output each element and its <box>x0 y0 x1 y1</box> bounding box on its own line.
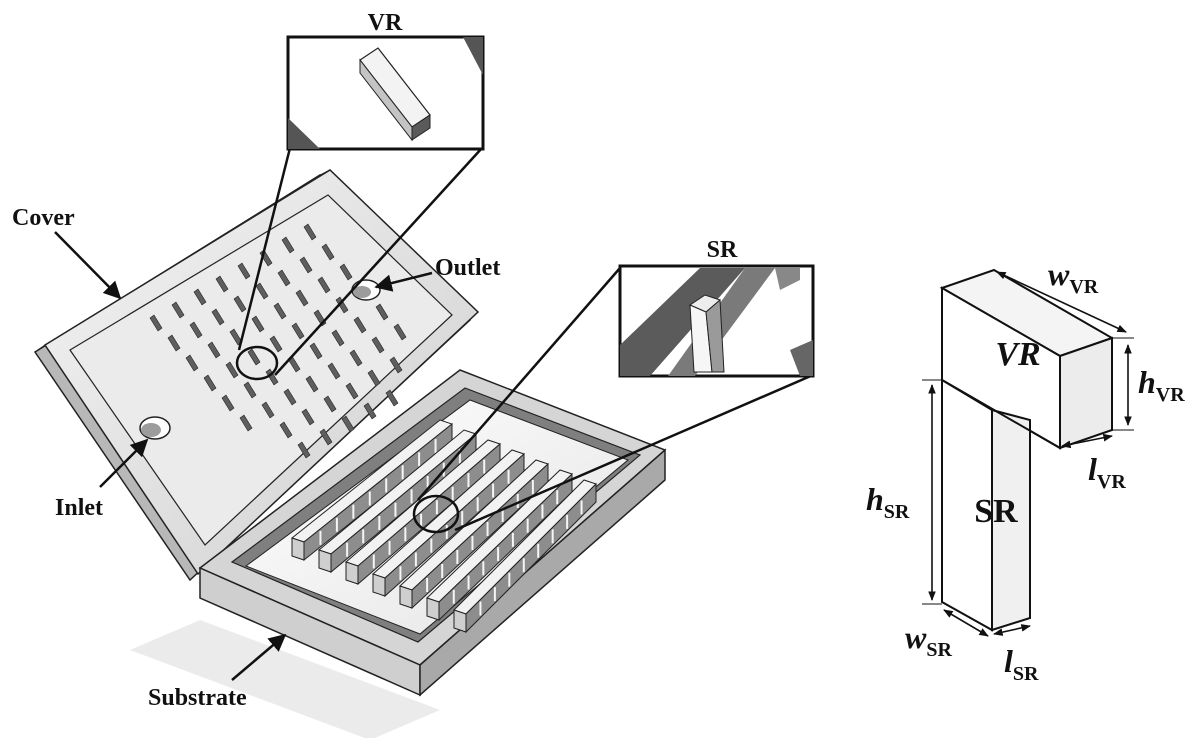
rib-geometry: VR SR wVR hVR lVR hSR wSR lSR <box>866 256 1185 685</box>
vortex-rib <box>185 354 199 372</box>
vortex-rib <box>171 301 185 319</box>
vortex-rib <box>291 322 305 340</box>
split-rib-end <box>453 609 467 633</box>
vortex-rib <box>221 394 235 412</box>
vortex-rib <box>215 275 229 293</box>
vortex-rib <box>211 308 225 326</box>
outlet-label: Outlet <box>435 255 500 281</box>
vortex-rib <box>233 295 247 313</box>
vortex-rib <box>299 256 313 274</box>
vortex-rib <box>265 368 279 386</box>
split-rib-end <box>399 585 413 609</box>
split-rib-end <box>291 537 305 561</box>
w-sr-label: wSR <box>905 619 952 661</box>
vortex-rib <box>269 335 283 353</box>
vr-zoom-label: VR <box>368 10 403 36</box>
l-vr-label: lVR <box>1088 451 1126 493</box>
vortex-rib <box>389 356 403 374</box>
inlet-callout: Inlet <box>55 438 149 521</box>
substrate-label: Substrate <box>148 685 247 711</box>
vortex-rib <box>279 421 293 439</box>
vortex-rib <box>305 375 319 393</box>
split-rib-side <box>465 482 597 634</box>
outlet-callout: Outlet <box>374 255 500 292</box>
substrate-callout: Substrate <box>148 633 287 711</box>
split-rib-array <box>290 419 597 634</box>
vortex-rib <box>297 441 311 459</box>
vortex-rib <box>303 223 317 241</box>
vortex-rib <box>323 395 337 413</box>
vortex-rib <box>193 288 207 306</box>
vortex-rib <box>345 382 359 400</box>
vortex-rib-array <box>149 223 407 459</box>
vortex-rib <box>375 303 389 321</box>
split-rib-end <box>426 597 440 621</box>
vortex-rib <box>261 401 275 419</box>
vortex-rib <box>277 269 291 287</box>
vortex-rib <box>273 302 287 320</box>
vortex-rib <box>317 276 331 294</box>
cover-callout: Cover <box>12 205 122 300</box>
vortex-rib <box>295 289 309 307</box>
l-sr-label: lSR <box>1004 643 1039 685</box>
vortex-rib <box>353 316 367 334</box>
vortex-rib <box>301 408 315 426</box>
vortex-rib <box>367 369 381 387</box>
sr-zoom-label: SR <box>707 237 738 263</box>
split-rib-end <box>318 549 332 573</box>
vortex-rib <box>393 323 407 341</box>
vortex-rib <box>237 262 251 280</box>
vr-zoom-inset: VR <box>237 10 485 376</box>
vortex-rib <box>281 236 295 254</box>
cover-label: Cover <box>12 205 75 231</box>
vortex-rib <box>385 389 399 407</box>
sr-detail-circle <box>412 494 460 534</box>
vortex-rib <box>339 263 353 281</box>
vortex-rib <box>189 321 203 339</box>
inlet-port <box>139 416 171 440</box>
sr-zoom-inset: SR <box>417 237 815 532</box>
vortex-rib <box>319 428 333 446</box>
vortex-rib <box>331 329 345 347</box>
vortex-rib <box>371 336 385 354</box>
vortex-rib <box>239 414 253 432</box>
vortex-rib <box>255 282 269 300</box>
h-vr-label: hVR <box>1138 364 1185 406</box>
vortex-rib <box>243 381 257 399</box>
h-sr-label: hSR <box>866 481 910 523</box>
vortex-rib <box>335 296 349 314</box>
inlet-label: Inlet <box>55 495 103 521</box>
vortex-rib <box>341 415 355 433</box>
vortex-rib <box>225 361 239 379</box>
vortex-rib <box>203 374 217 392</box>
vortex-rib <box>283 388 297 406</box>
vortex-rib <box>167 334 181 352</box>
vortex-rib <box>247 348 261 366</box>
vr-detail-circle <box>235 345 279 381</box>
vortex-rib <box>349 349 363 367</box>
vr-block-label: VR <box>995 336 1040 373</box>
split-rib-end <box>345 561 359 585</box>
vortex-rib <box>251 315 265 333</box>
vortex-rib <box>149 314 163 332</box>
vortex-rib <box>309 342 323 360</box>
vortex-rib <box>207 341 221 359</box>
sr-block-label: SR <box>974 493 1018 530</box>
vortex-rib <box>363 402 377 420</box>
vortex-rib <box>321 243 335 261</box>
outlet-port <box>351 279 381 301</box>
split-rib-end <box>372 573 386 597</box>
vortex-rib <box>327 362 341 380</box>
substrate-box <box>130 369 667 738</box>
w-vr-label: wVR <box>1048 256 1099 298</box>
